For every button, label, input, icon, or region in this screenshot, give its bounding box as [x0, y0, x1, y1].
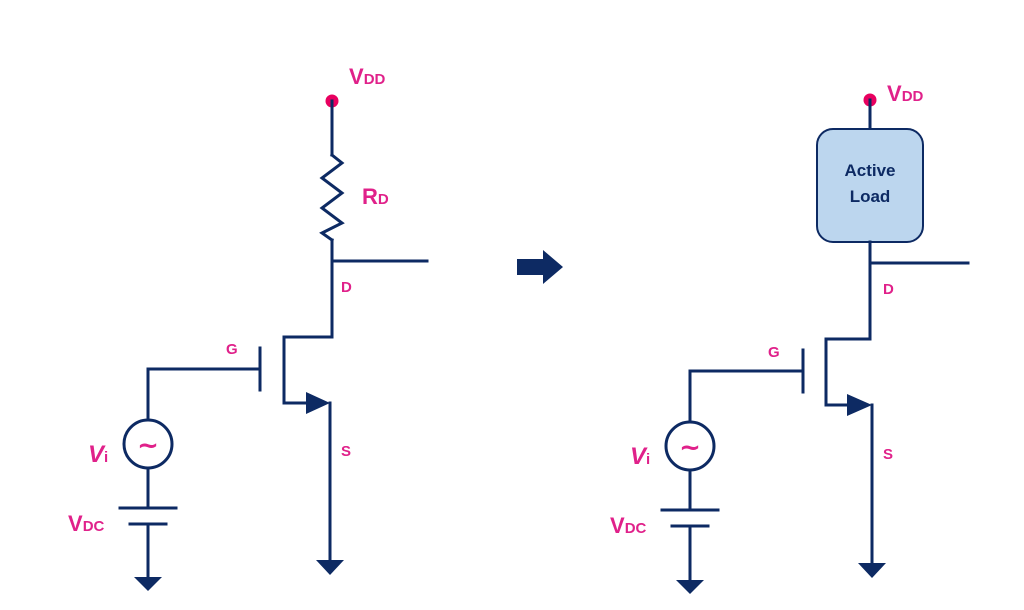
- right-vdd-label: VDD: [887, 81, 924, 106]
- right-circuit: Active Load ~ VDD D G S Vi VDC: [610, 81, 970, 594]
- left-gate-label: G: [226, 341, 238, 358]
- right-source-arrow-icon: [847, 394, 872, 416]
- right-vi-label: Vi: [630, 443, 650, 470]
- right-arrow-icon: [517, 250, 563, 284]
- left-circuit: ~ VDD RD D G S Vi VDC: [68, 64, 429, 591]
- active-load-label-line1: Active: [844, 161, 895, 180]
- left-source-label: S: [341, 443, 351, 460]
- left-input-ground-icon: [134, 577, 162, 591]
- right-gate-label: G: [768, 344, 780, 361]
- left-vdc-label: VDC: [68, 511, 105, 536]
- right-drain-label: D: [883, 281, 894, 298]
- left-ground-icon: [316, 560, 344, 575]
- right-source-label: S: [883, 446, 893, 463]
- right-vdc-label: VDC: [610, 513, 647, 538]
- left-source-symbol: ~: [137, 431, 159, 461]
- left-vi-label: Vi: [88, 441, 108, 468]
- left-vdd-label: VDD: [349, 64, 386, 89]
- left-source-arrow-icon: [306, 392, 330, 414]
- active-load-label-line2: Load: [850, 187, 891, 206]
- right-input-ground-icon: [676, 580, 704, 594]
- right-source-symbol: ~: [679, 433, 701, 463]
- left-rd-label: RD: [362, 184, 389, 209]
- left-drain-label: D: [341, 279, 352, 296]
- right-ground-icon: [858, 563, 886, 578]
- active-load-box: [816, 128, 924, 243]
- left-resistor-rd: [319, 152, 345, 243]
